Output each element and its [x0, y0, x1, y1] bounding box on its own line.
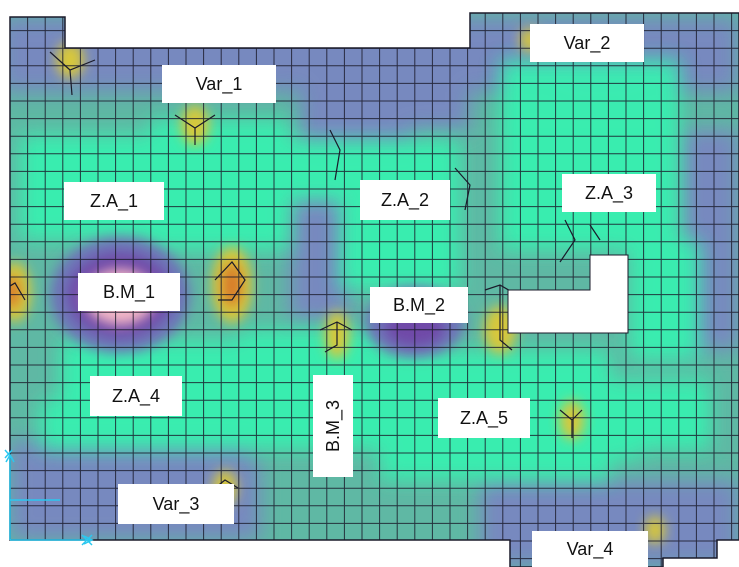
- label-za-2: Z.A_2: [360, 180, 450, 220]
- column-mesh-lines: [10, 51, 601, 489]
- label-var-2: Var_2: [530, 24, 644, 62]
- label-za-5: Z.A_5: [438, 398, 530, 438]
- label-bm-3-text: B.M_3: [323, 399, 343, 453]
- slab-opening: [507, 254, 629, 334]
- label-za-3: Z.A_3: [562, 174, 656, 212]
- label-bm-2: B.M_2: [370, 287, 468, 323]
- zero-moment-regions: [20, 60, 710, 480]
- label-za-1: Z.A_1: [64, 182, 164, 220]
- label-bm-3: B.M_3: [313, 375, 353, 477]
- xy-axis-icon: [4, 449, 94, 546]
- label-var-3: Var_3: [118, 484, 234, 524]
- label-za-4: Z.A_4: [90, 376, 182, 416]
- label-bm-1: B.M_1: [78, 273, 180, 311]
- label-var-4: Var_4: [532, 531, 648, 567]
- slab-outline: [9, 12, 739, 567]
- label-var-1: Var_1: [162, 65, 276, 103]
